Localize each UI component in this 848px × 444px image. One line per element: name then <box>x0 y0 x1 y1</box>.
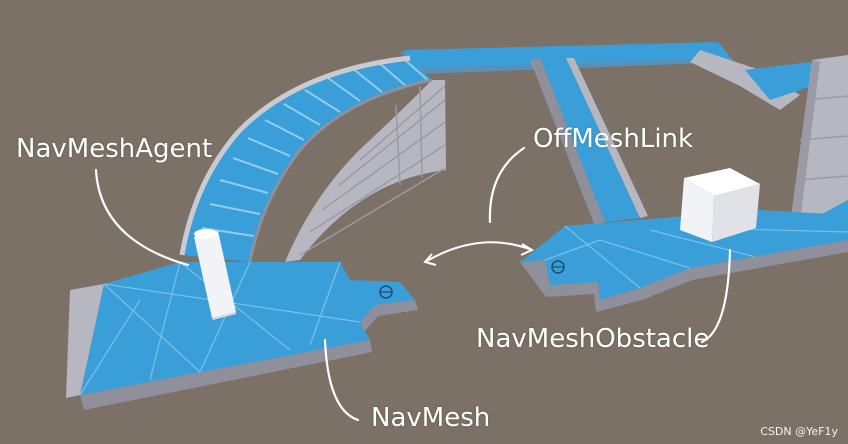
watermark: CSDN @YeF1y <box>760 425 838 438</box>
navmesh-obstacle-label: NavMeshObstacle <box>476 324 709 354</box>
navmesh-agent-label: NavMeshAgent <box>16 134 212 164</box>
offmesh-link-label: OffMeshLink <box>533 124 693 154</box>
navmesh-label: NavMesh <box>371 403 490 433</box>
